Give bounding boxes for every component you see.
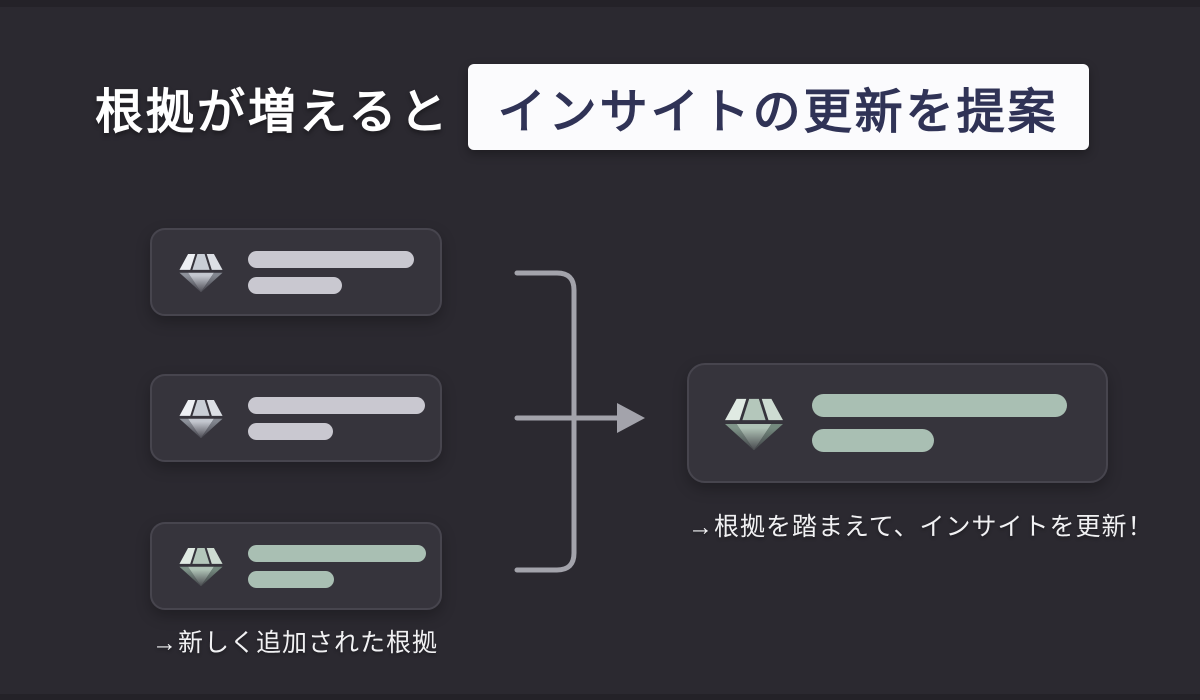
bottom-edge-shade <box>0 694 1200 700</box>
evidence-card-2 <box>150 374 442 462</box>
text-line-placeholder <box>812 394 1067 417</box>
top-edge-shade <box>0 0 1200 7</box>
evidence-caption: →新しく追加された根拠 <box>152 629 439 657</box>
placeholder-text-lines <box>248 396 425 440</box>
text-line-placeholder <box>248 422 333 440</box>
merge-arrow-icon <box>514 270 645 573</box>
placeholder-text-lines <box>248 544 426 588</box>
placeholder-text-lines <box>812 394 1067 452</box>
text-line-placeholder <box>248 570 334 588</box>
text-line-placeholder <box>248 544 426 562</box>
evidence-card-1 <box>150 228 442 316</box>
text-line-placeholder <box>248 396 425 414</box>
gem-icon <box>725 398 783 451</box>
text-line-placeholder <box>248 276 342 294</box>
placeholder-text-lines <box>248 250 414 294</box>
gem-icon <box>179 254 223 293</box>
gem-icon <box>179 548 223 587</box>
gem-icon <box>179 400 223 439</box>
insight-caption: →根拠を踏まえて、インサイトを更新！ <box>688 513 1154 541</box>
text-line-placeholder <box>812 429 934 452</box>
evidence-card-3-new <box>150 522 442 610</box>
insight-card <box>687 363 1108 483</box>
title-highlight-box: インサイトの更新を提案 <box>467 64 1089 150</box>
page-title: 根拠が増えると インサイトの更新を提案 <box>95 64 1089 150</box>
text-line-placeholder <box>248 250 414 268</box>
title-plain-text: 根拠が増えると <box>95 86 451 139</box>
